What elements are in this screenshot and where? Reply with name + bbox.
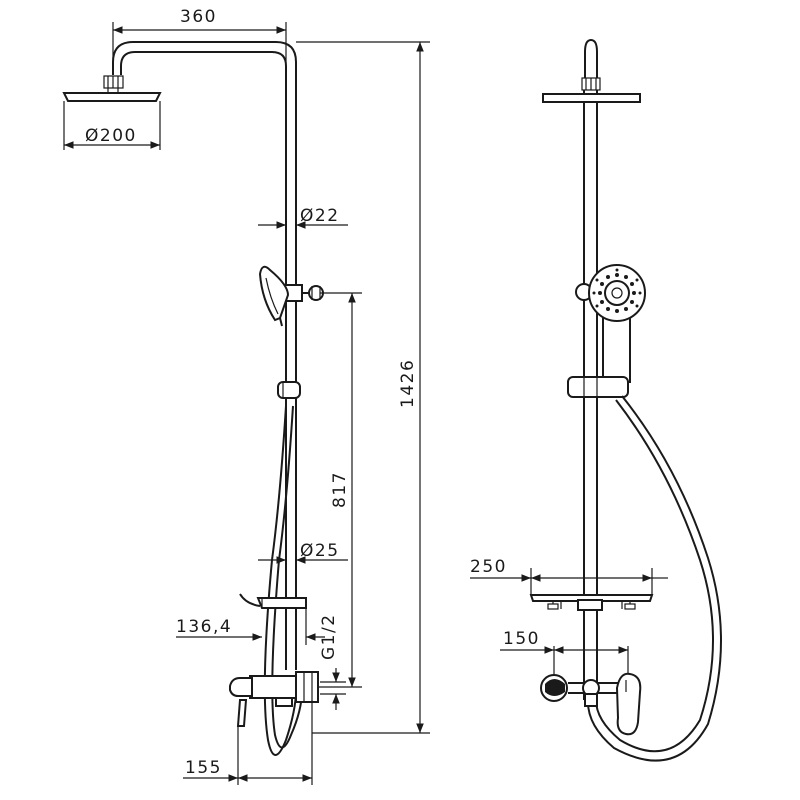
dimension-lines [63, 22, 668, 785]
side-view [62, 41, 324, 756]
front-view [529, 38, 722, 762]
dim-rail-height: 817 [330, 471, 350, 508]
dim-pipe-upper-diameter: Ø22 [300, 206, 340, 226]
dim-thread: G1/2 [319, 613, 339, 660]
dim-mixer-width: 150 [503, 629, 540, 649]
dim-tray-width: 250 [470, 557, 507, 577]
dim-total-height: 1426 [398, 359, 418, 408]
dim-tray-offset: 136,4 [176, 617, 232, 637]
dim-mixer-projection: 155 [185, 758, 222, 778]
dim-pipe-lower-diameter: Ø25 [300, 541, 340, 561]
dim-arm-length: 360 [180, 7, 217, 27]
dim-head-diameter: Ø200 [85, 126, 137, 146]
